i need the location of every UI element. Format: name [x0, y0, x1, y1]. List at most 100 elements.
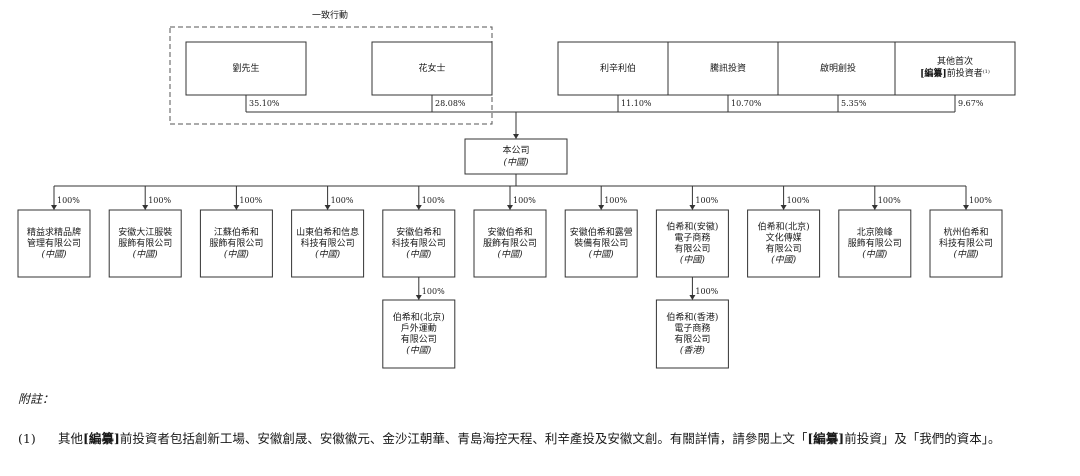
company-name: 本公司 — [502, 144, 529, 156]
subsidiary-name-line: 科技有限公司 — [939, 237, 993, 249]
subsidiary-box — [655, 209, 729, 278]
arrowhead — [415, 205, 422, 210]
subsidiary-name-line: 江蘇伯希和 — [214, 226, 259, 238]
note-item: (1) 其他[編纂]前投資者包括創新工場、安徽創晟、安徽徽元、金沙江朝華、青島海… — [18, 430, 1068, 447]
sub-subsidiary-box — [382, 299, 456, 369]
redacted-label: [編纂] — [920, 67, 947, 79]
shareholder-name: 花女士 — [418, 62, 445, 74]
shareholder-connectors — [245, 95, 956, 139]
subsidiary-name-line: 伯希和(北京) — [758, 221, 810, 233]
note-number: (1) — [18, 431, 36, 446]
shareholder-name-line2: [編纂]前投資者(1) — [920, 67, 990, 79]
note-redacted-2: [編纂] — [807, 431, 845, 446]
arrowhead — [324, 205, 331, 210]
arrowhead — [513, 134, 519, 139]
sub-subsidiaries-layer: 100%伯希和(北京)戶外運動有限公司(中國)100%伯希和(香港)電子商務有限… — [382, 277, 729, 369]
shareholder-name-line1: 其他首次 — [937, 55, 973, 67]
subsidiary-name-line: 杭州伯希和 — [943, 226, 988, 238]
ownership-percentage: 100% — [787, 196, 810, 205]
arrowhead — [780, 205, 787, 210]
subsidiary-box — [929, 209, 1003, 278]
subsidiary-name-line: 安徽大江服裝 — [118, 226, 172, 238]
subsidiary-name-line: 安徽伯希和露營 — [570, 226, 633, 238]
subsidiary-box — [473, 209, 547, 278]
company-box — [464, 138, 568, 175]
shareholder-name: 啟明創投 — [820, 62, 856, 74]
subsidiary-jurisdiction: (中國) — [406, 249, 432, 260]
shareholder-percentage: 10.70% — [731, 99, 762, 108]
ownership-percentage: 100% — [422, 196, 445, 205]
note-text-2: 前投資者包括創新工場、安徽創晟、安徽徽元、金沙江朝華、青島海控天程、利辛產投及安… — [119, 431, 808, 446]
ownership-percentage: 100% — [878, 196, 901, 205]
subsidiary-name-line: 科技有限公司 — [392, 237, 446, 249]
subsidiary-box — [17, 209, 91, 278]
subsidiary-name-line: 文化傳媒 — [766, 232, 802, 244]
ownership-percentage: 100% — [239, 196, 262, 205]
subsidiaries-layer: 100%精益求精品牌管理有限公司(中國)100%安徽大江服裝服飾有限公司(中國)… — [17, 174, 1003, 278]
subsidiary-box — [838, 209, 912, 278]
arrowhead — [689, 205, 696, 210]
subsidiary-name-line: 安徽伯希和 — [487, 226, 532, 238]
ownership-percentage: 100% — [331, 196, 354, 205]
arrowhead — [233, 205, 240, 210]
subsidiary-name-line: 裝備有限公司 — [574, 237, 628, 249]
note-text-1: 其他 — [58, 431, 84, 446]
arrowhead — [871, 205, 878, 210]
subsidiary-jurisdiction: (中國) — [41, 249, 67, 260]
company-jurisdiction: (中國) — [503, 157, 529, 168]
shareholder-name: 騰訊投資 — [710, 62, 746, 74]
sub-subsidiary-name-line: 伯希和(北京) — [393, 311, 445, 323]
subsidiary-name-line: 北京險峰 — [857, 226, 893, 238]
subsidiary-name-line: 服飾有限公司 — [209, 237, 263, 249]
subsidiary-name-line: 有限公司 — [766, 243, 802, 255]
shareholder-percentage: 28.08% — [435, 99, 466, 108]
ownership-percentage: 100% — [422, 287, 445, 296]
shareholder-box — [371, 41, 493, 96]
subsidiary-box — [291, 209, 365, 278]
subsidiary-name-line: 服飾有限公司 — [848, 237, 902, 249]
subsidiary-jurisdiction: (中國) — [589, 249, 615, 260]
subsidiary-box — [108, 209, 182, 278]
sub-subsidiary-box — [655, 299, 729, 369]
sub-subsidiary-name-line: 戶外運動 — [401, 322, 437, 334]
note-redacted-1: [編纂] — [83, 431, 120, 446]
subsidiary-name-line: 山東伯希和信息 — [296, 226, 359, 238]
shareholder-percentage: 5.35% — [841, 99, 867, 108]
shareholder-name: 劉先生 — [232, 62, 259, 74]
shareholding-structure-diagram: 一致行動 劉先生35.10%花女士28.08%利辛利伯11.10%騰訊投資10.… — [17, 9, 1016, 369]
subsidiary-jurisdiction: (中國) — [224, 249, 250, 260]
arrowhead — [598, 205, 605, 210]
ownership-percentage: 100% — [57, 196, 80, 205]
shareholder-percentage: 35.10% — [249, 99, 280, 108]
shareholders-layer: 劉先生35.10%花女士28.08%利辛利伯11.10%騰訊投資10.70%啟明… — [185, 41, 1016, 108]
subsidiary-name-line: 管理有限公司 — [27, 237, 81, 249]
sub-subsidiary-name-line: 伯希和(香港) — [666, 311, 718, 323]
subsidiary-box — [199, 209, 273, 278]
sub-subsidiary-jurisdiction: (中國) — [406, 345, 432, 356]
shareholder-box — [894, 41, 1016, 96]
sub-subsidiary-jurisdiction: (香港) — [680, 345, 706, 356]
ownership-percentage: 100% — [969, 196, 992, 205]
shareholder-name-rest: 前投資者 — [947, 67, 983, 79]
note-body: 其他[編纂]前投資者包括創新工場、安徽創晟、安徽徽元、金沙江朝華、青島海控天程、… — [58, 430, 1068, 447]
sub-subsidiary-name-line: 電子商務 — [674, 322, 710, 334]
subsidiary-jurisdiction: (中國) — [771, 255, 797, 266]
subsidiary-jurisdiction: (中國) — [133, 249, 159, 260]
subsidiary-name-line: 有限公司 — [674, 243, 710, 255]
subsidiary-jurisdiction: (中國) — [497, 249, 523, 260]
subsidiary-jurisdiction: (中國) — [315, 249, 341, 260]
subsidiary-name-line: 電子商務 — [674, 232, 710, 244]
ownership-percentage: 100% — [513, 196, 536, 205]
subsidiary-name-line: 伯希和(安徽) — [666, 221, 718, 233]
footnote-marker: (1) — [983, 68, 990, 75]
arrowhead — [51, 205, 57, 210]
arrowhead — [507, 205, 513, 210]
concert-party-label: 一致行動 — [312, 9, 348, 21]
ownership-percentage: 100% — [695, 287, 718, 296]
ownership-percentage: 100% — [148, 196, 171, 205]
subsidiary-box — [747, 209, 821, 278]
subsidiary-jurisdiction: (中國) — [680, 255, 706, 266]
subsidiary-name-line: 安徽伯希和 — [396, 226, 441, 238]
ownership-percentage: 100% — [604, 196, 627, 205]
shareholder-percentage: 9.67% — [958, 99, 984, 108]
